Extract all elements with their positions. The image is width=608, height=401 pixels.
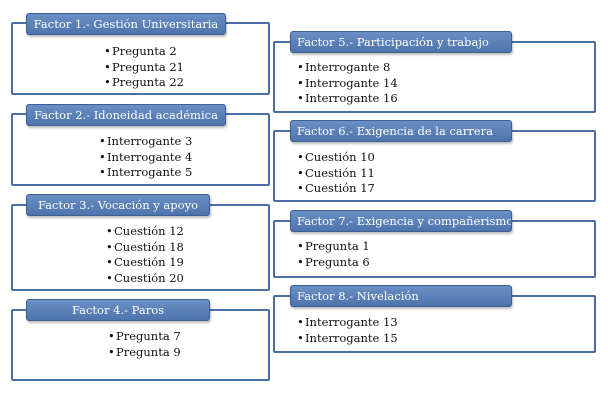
list-item: Pregunta 2 bbox=[104, 44, 184, 60]
factor-8-header: Factor 8.- Nivelación bbox=[290, 285, 512, 307]
list-item: Interrogante 16 bbox=[297, 91, 398, 107]
list-item: Cuestión 19 bbox=[106, 255, 184, 271]
factor-1-header: Factor 1.- Gestión Universitaria bbox=[26, 13, 226, 35]
list-item: Interrogante 8 bbox=[297, 60, 398, 76]
list-item: Cuestión 17 bbox=[297, 181, 375, 197]
factor-1-list: Pregunta 2 Pregunta 21 Pregunta 22 bbox=[104, 44, 184, 91]
list-item: Interrogante 15 bbox=[297, 331, 398, 347]
factor-2-header: Factor 2.- Idoneidad académica bbox=[26, 104, 226, 126]
list-item: Cuestión 10 bbox=[297, 150, 375, 166]
list-item: Pregunta 21 bbox=[104, 60, 184, 76]
factor-4-header: Factor 4.- Paros bbox=[26, 299, 210, 321]
factor-4-list: Pregunta 7 Pregunta 9 bbox=[108, 329, 181, 360]
list-item: Cuestión 18 bbox=[106, 240, 184, 256]
list-item: Interrogante 13 bbox=[297, 315, 398, 331]
list-item: Pregunta 6 bbox=[297, 255, 370, 271]
factor-2-list: Interrogante 3 Interrogante 4 Interrogan… bbox=[99, 134, 192, 181]
list-item: Pregunta 7 bbox=[108, 329, 181, 345]
factor-8-list: Interrogante 13 Interrogante 15 bbox=[297, 315, 398, 346]
factor-3-header: Factor 3.- Vocación y apoyo bbox=[26, 194, 210, 216]
list-item: Interrogante 14 bbox=[297, 76, 398, 92]
factor-6-list: Cuestión 10 Cuestión 11 Cuestión 17 bbox=[297, 150, 375, 197]
factor-7-list: Pregunta 1 Pregunta 6 bbox=[297, 239, 370, 270]
list-item: Cuestión 12 bbox=[106, 224, 184, 240]
list-item: Cuestión 11 bbox=[297, 166, 375, 182]
factor-7-header: Factor 7.- Exigencia y compañerismo bbox=[290, 210, 512, 232]
list-item: Pregunta 1 bbox=[297, 239, 370, 255]
list-item: Interrogante 4 bbox=[99, 150, 192, 166]
factor-3-list: Cuestión 12 Cuestión 18 Cuestión 19 Cues… bbox=[106, 224, 184, 286]
factor-5-header: Factor 5.- Participación y trabajo bbox=[290, 31, 512, 53]
list-item: Pregunta 9 bbox=[108, 345, 181, 361]
list-item: Interrogante 3 bbox=[99, 134, 192, 150]
list-item: Pregunta 22 bbox=[104, 75, 184, 91]
factor-6-header: Factor 6.- Exigencia de la carrera bbox=[290, 120, 512, 142]
factor-5-list: Interrogante 8 Interrogante 14 Interroga… bbox=[297, 60, 398, 107]
list-item: Interrogante 5 bbox=[99, 165, 192, 181]
list-item: Cuestión 20 bbox=[106, 271, 184, 287]
